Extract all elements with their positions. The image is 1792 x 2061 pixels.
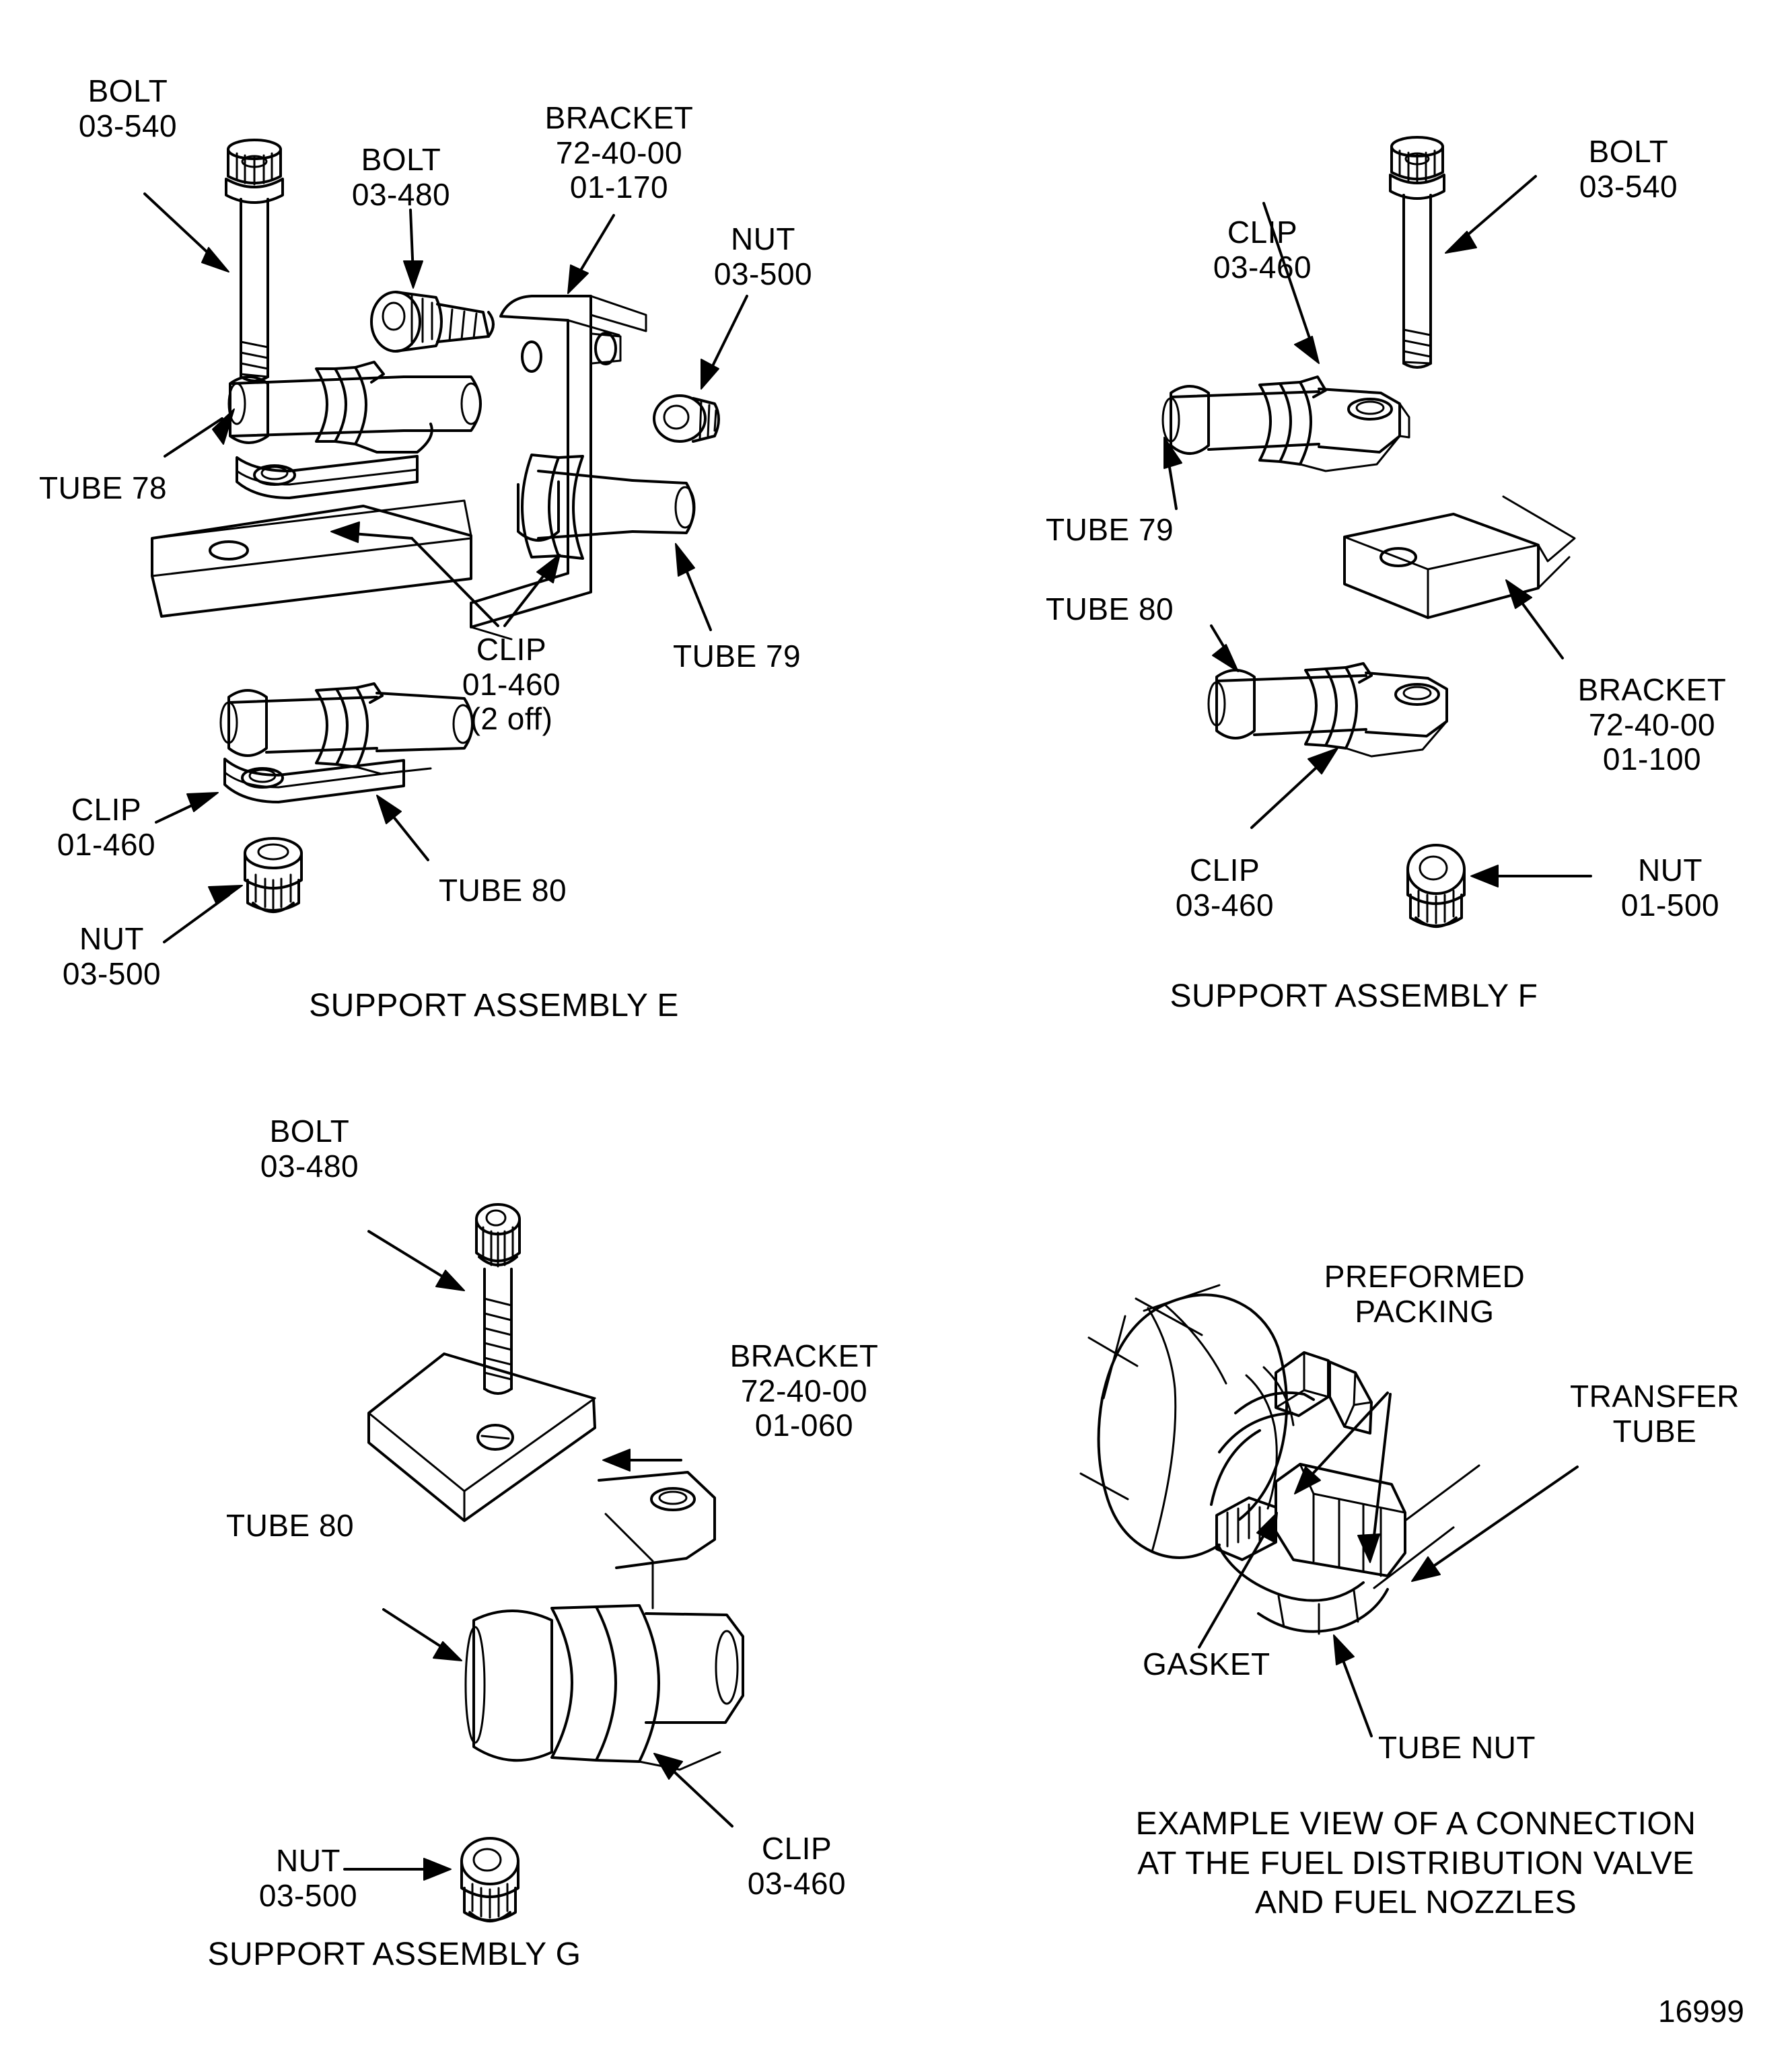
tube-78-icon [227,361,482,499]
leader-preformed-packing-b [1357,1393,1392,1563]
leader-clip-01-460-2off-b [503,554,561,627]
tube-79-e-icon [517,454,696,560]
label-nut-01-500: NUT 01-500 [1620,853,1720,923]
gasket-icon [1215,1496,1277,1561]
bolt-03-480-e-icon [370,291,495,353]
bolt-03-540-e-icon [225,139,284,382]
label-clip-01-460-lower: CLIP 01-460 [57,792,156,862]
label-tube-80-g: TUBE 80 [226,1508,355,1543]
tube-80-clip-e-icon [219,682,474,803]
label-clip-03-460-f-upper: CLIP 03-460 [1213,215,1312,285]
leader-nut-03-500-g [343,1858,452,1881]
leader-clip-03-460-f-upper [1262,202,1320,364]
leader-nut-03-500-e-lower [163,885,243,943]
label-bolt-03-540-e: BOLT 03-540 [78,73,178,143]
label-tube-79-f: TUBE 79 [1046,512,1174,547]
label-bolt-03-480-e: BOLT 03-480 [351,142,451,212]
assembly-g-artwork [343,1203,744,1922]
label-tube-79-e: TUBE 79 [673,639,801,674]
leader-clip-01-460-2off-a [330,521,499,627]
caption-assembly-f: SUPPORT ASSEMBLY F [1170,978,1538,1014]
label-clip-03-460-g: CLIP 03-460 [747,1831,847,1901]
leader-clip-01-460-lower [155,792,219,824]
leader-clip-03-460-f-lower [1250,748,1338,829]
leader-bolt-03-480-e [403,209,423,289]
leader-bracket-01-170 [567,214,615,294]
label-bracket-01-100: BRACKET 72-40-00 01-100 [1577,672,1727,777]
label-preformed-packing: PREFORMED PACKING [1324,1259,1526,1329]
nut-01-500-icon [1406,844,1466,928]
assembly-e-artwork [143,139,748,943]
label-bolt-03-540-f: BOLT 03-540 [1579,134,1678,204]
leader-bolt-03-540-f [1445,175,1537,254]
leader-tube-79-f [1163,437,1182,510]
label-tube-80-e: TUBE 80 [439,873,567,908]
figure-number: 16999 [1658,1994,1744,2029]
assembly-f-artwork [1161,136,1592,928]
preformed-packing-icon [1245,1351,1373,1510]
leader-tube-80-f [1210,624,1239,672]
leader-bolt-03-540-e [143,192,229,273]
caption-assembly-g: SUPPORT ASSEMBLY G [207,1937,581,1972]
label-bolt-03-480-g: BOLT 03-480 [260,1114,359,1184]
label-clip-03-460-f-lower: CLIP 03-460 [1175,853,1275,923]
nut-03-500-e-upper-icon [653,394,720,443]
leader-preformed-packing-a [1294,1391,1389,1494]
leader-tube-nut [1333,1634,1373,1737]
label-tube-nut: TUBE NUT [1378,1730,1536,1765]
label-clip-01-460-2off: CLIP 01-460 (2 off) [462,632,561,737]
caption-connection-example: EXAMPLE VIEW OF A CONNECTION AT THE FUEL… [1135,1806,1696,1921]
label-nut-03-500-g: NUT 03-500 [258,1843,358,1913]
bracket-01-170-icon [470,295,647,641]
leader-transfer-tube [1411,1466,1579,1582]
label-gasket: GASKET [1143,1647,1270,1682]
bracket-base-plate-e-icon [151,499,472,618]
leader-tube-79-e [675,543,712,631]
leader-tube-80-g [382,1608,462,1661]
label-transfer-tube: TRANSFER TUBE [1570,1379,1740,1449]
leader-bracket-01-060 [602,1449,682,1472]
leader-tube-78 [164,408,235,458]
connection-construction-lines [1079,1297,1480,1589]
transfer-tube-icon [1275,1463,1406,1577]
tube-79-f-icon [1161,375,1410,472]
nut-03-500-e-lower-icon [244,837,303,913]
leader-tube-80-e [376,795,429,861]
bolt-03-540-f-icon [1389,136,1445,369]
caption-assembly-e: SUPPORT ASSEMBLY E [309,988,679,1023]
nut-03-500-g-icon [460,1837,519,1922]
tube-80-f-icon [1207,662,1448,758]
label-nut-03-500-e-lower: NUT 03-500 [62,921,162,991]
leader-nut-03-500-e-upper [701,295,748,390]
label-bracket-01-060: BRACKET 72-40-00 01-060 [729,1338,879,1443]
label-nut-03-500-e-upper: NUT 03-500 [713,221,813,291]
leader-clip-03-460-g [653,1753,733,1828]
bracket-01-060-icon [367,1352,596,1522]
bracket-01-100-icon [1343,495,1576,619]
leader-bolt-03-480-g [367,1230,465,1291]
label-bracket-01-170: BRACKET 72-40-00 01-170 [544,100,694,205]
leader-nut-01-500 [1470,865,1592,888]
connection-example-artwork [1079,1284,1579,1737]
label-tube-78: TUBE 78 [39,470,168,505]
tube-80-g-icon [464,1471,744,1771]
label-tube-80-f: TUBE 80 [1046,591,1174,626]
tube-nut-icon [1210,1391,1389,1635]
leader-gasket [1198,1512,1278,1649]
leader-bracket-01-100 [1505,579,1564,659]
